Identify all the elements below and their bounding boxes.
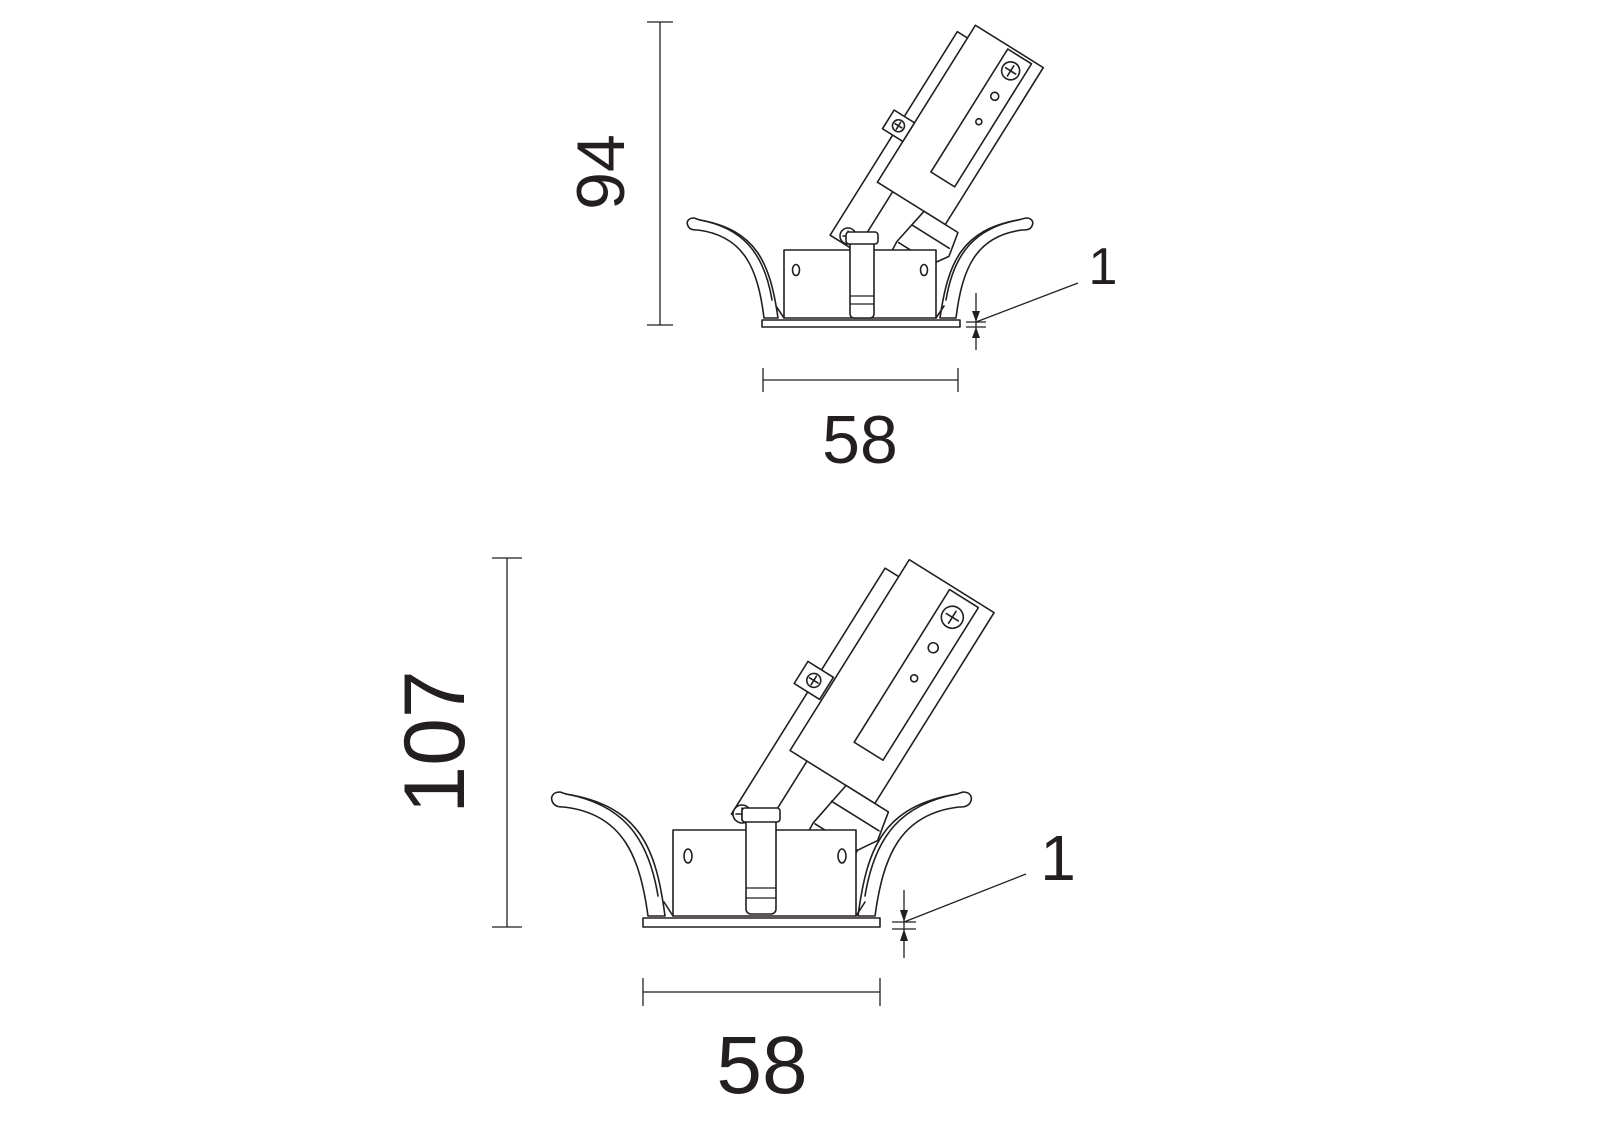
lamp-head	[730, 558, 995, 873]
flange-plate	[761, 319, 961, 328]
luminaire-view-short: 94 58 1	[563, 21, 1117, 478]
flange-dimension: 1	[892, 822, 1076, 958]
pivot-latch	[732, 804, 781, 915]
width-dimension: 58	[762, 368, 959, 478]
width-dimension: 58	[642, 978, 881, 1111]
width-label: 58	[822, 402, 898, 478]
spring-clip-left	[686, 217, 779, 319]
flange-label: 1	[1089, 238, 1118, 296]
pivot-latch	[839, 227, 879, 319]
height-dimension: 107	[387, 557, 522, 928]
flange-dimension: 1	[966, 238, 1117, 350]
width-label: 58	[716, 1020, 807, 1111]
flange-label: 1	[1040, 822, 1076, 894]
luminaire-view-tall: 107 58 1	[387, 557, 1076, 1111]
flange-plate	[642, 917, 881, 928]
spring-clip-right	[939, 217, 1034, 319]
height-label: 94	[563, 134, 639, 210]
spring-clip-right	[857, 791, 973, 917]
height-label: 107	[387, 670, 483, 814]
lamp-head	[829, 24, 1045, 284]
spring-clip-left	[550, 791, 666, 917]
height-dimension: 94	[563, 21, 673, 326]
